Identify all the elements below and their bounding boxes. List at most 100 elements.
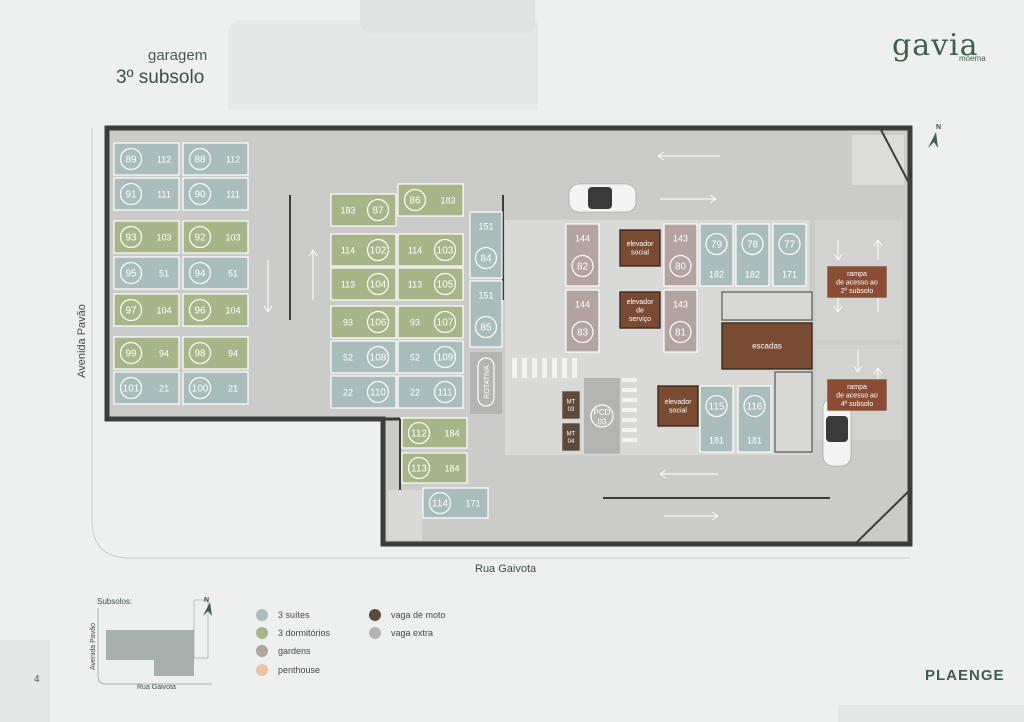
space-number-ring	[188, 376, 212, 400]
elevator-social-1-label: elevador	[627, 241, 655, 248]
parking-space-fill	[397, 233, 464, 267]
parking-space-fill	[182, 177, 249, 211]
space-number: 103	[437, 246, 454, 257]
parking-space-100: 100 21	[182, 371, 249, 405]
space-number: 109	[437, 353, 454, 364]
parking-space-fill	[330, 375, 397, 409]
minimap-compass-label: N	[204, 597, 210, 604]
space-number: 100	[192, 384, 209, 395]
logo: gavia	[892, 28, 979, 63]
space-apartment-label: 21	[228, 384, 238, 394]
space-apartment-label: 103	[225, 233, 240, 243]
space-number-ring	[119, 182, 143, 206]
ramp-4th-subsolo-label: de acesso ao	[836, 392, 878, 399]
ramp-2nd-subsolo-box	[827, 266, 887, 298]
space-number: 93	[125, 233, 137, 244]
space-number: 104	[370, 280, 387, 291]
space-apartment-label: 114	[341, 246, 355, 256]
parking-space-fill	[113, 293, 180, 327]
legend-swatch	[256, 627, 268, 639]
space-apartment-label: 111	[157, 190, 171, 200]
space-apartment-label: 52	[343, 353, 353, 363]
space-number-ring	[474, 315, 498, 339]
background-shape-top	[228, 20, 538, 110]
space-number-ring	[366, 380, 390, 404]
legend-swatch	[256, 609, 268, 621]
space-number: 86	[409, 196, 421, 207]
space-number: 110	[370, 388, 386, 399]
parking-space-87: 87 183	[330, 193, 397, 227]
pcd-space-label: 03	[598, 417, 607, 426]
background-shape-bottom-left	[0, 640, 50, 722]
space-number-ring	[433, 310, 457, 334]
space-number-ring	[407, 421, 431, 445]
space-number: 113	[411, 464, 427, 475]
space-number-ring	[571, 254, 594, 278]
street-label-rua-gaivota: Rua Gaivota	[475, 563, 537, 575]
elevator-service-label: elevador	[627, 299, 655, 306]
space-number-ring	[119, 261, 143, 285]
parking-space-fill	[401, 417, 468, 449]
space-apartment-label: 183	[340, 206, 355, 216]
parking-space-fill	[737, 385, 772, 453]
space-number: 87	[372, 206, 384, 217]
space-number: 83	[577, 328, 589, 339]
space-number-ring	[119, 376, 143, 400]
parking-space-fill	[397, 267, 464, 301]
moto-space-03-box	[562, 391, 580, 419]
page-number: 4	[34, 674, 40, 685]
space-apartment-label: 112	[157, 155, 171, 165]
parking-space-103: 103 114	[397, 233, 464, 267]
stairs: escadas	[721, 322, 813, 370]
space-number-ring	[188, 298, 212, 322]
space-apartment-label: 112	[226, 155, 240, 165]
space-apartment-label: 93	[410, 318, 420, 328]
space-apartment-label: 182	[745, 270, 760, 280]
parking-space-107: 107 93	[397, 305, 464, 339]
space-number: 106	[370, 318, 387, 329]
space-apartment-label: 104	[225, 306, 240, 316]
minimap-street-left: Avenida Pavão	[89, 623, 97, 670]
elevator-service-label: de	[636, 307, 644, 314]
space-apartment-label: 171	[465, 499, 480, 509]
space-apartment-label: 151	[478, 222, 493, 232]
space-apartment-label: 114	[408, 246, 422, 256]
space-number: 107	[437, 318, 454, 329]
elevator-social-2-label: social	[669, 408, 687, 415]
moto-space-03-label: 03	[568, 407, 575, 413]
parking-space-fill	[469, 211, 503, 279]
elevator-service-label: serviço	[629, 316, 651, 323]
space-apartment-label: 182	[709, 270, 724, 280]
space-apartment-label: 113	[341, 280, 355, 290]
header-subtitle: garagem	[148, 47, 208, 64]
parking-space-fill	[422, 487, 489, 519]
space-number-ring	[433, 238, 457, 262]
parking-space-fill	[182, 371, 249, 405]
space-apartment-label: 22	[410, 388, 420, 398]
parking-space-fill	[113, 177, 180, 211]
space-apartment-label: 94	[159, 349, 169, 359]
parking-space-fill	[182, 256, 249, 290]
ramp-4th-subsolo-label: rampa	[847, 384, 867, 391]
space-apartment-label: 94	[228, 349, 238, 359]
legend-label: vaga extra	[391, 628, 434, 638]
space-number-ring	[188, 261, 212, 285]
space-number: 77	[784, 240, 796, 251]
space-number-ring	[188, 182, 212, 206]
parking-space-fill	[330, 233, 397, 267]
space-number-ring	[119, 298, 143, 322]
parking-space-104: 104 113	[330, 267, 397, 301]
